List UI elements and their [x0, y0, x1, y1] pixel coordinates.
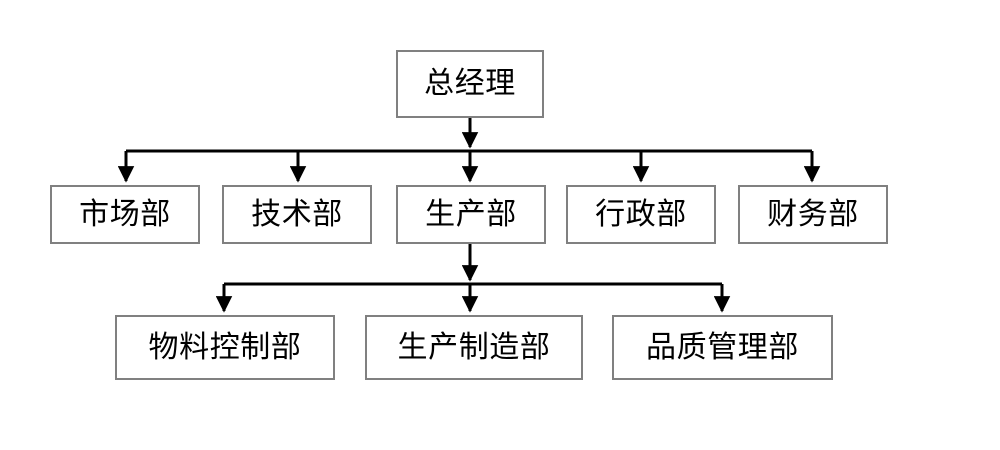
node-label: 总经理 — [424, 66, 516, 101]
node-material-control-department[interactable]: 物料控制部 — [115, 315, 335, 380]
node-label: 技术部 — [251, 196, 343, 232]
node-administration-department[interactable]: 行政部 — [566, 185, 716, 244]
node-technical-department[interactable]: 技术部 — [222, 185, 372, 244]
node-label: 市场部 — [79, 196, 171, 232]
node-label: 物料控制部 — [148, 329, 302, 365]
node-production-department[interactable]: 生产部 — [396, 185, 546, 244]
node-finance-department[interactable]: 财务部 — [738, 185, 888, 244]
node-label: 品质管理部 — [646, 329, 799, 365]
node-market-department[interactable]: 市场部 — [50, 185, 200, 244]
node-label: 财务部 — [767, 196, 859, 232]
node-label: 生产制造部 — [397, 329, 551, 365]
node-manufacturing-department[interactable]: 生产制造部 — [365, 315, 583, 380]
node-general-manager[interactable]: 总经理 — [396, 50, 544, 118]
node-label: 生产部 — [425, 196, 517, 232]
node-quality-management-department[interactable]: 品质管理部 — [612, 315, 833, 380]
node-label: 行政部 — [595, 196, 687, 232]
